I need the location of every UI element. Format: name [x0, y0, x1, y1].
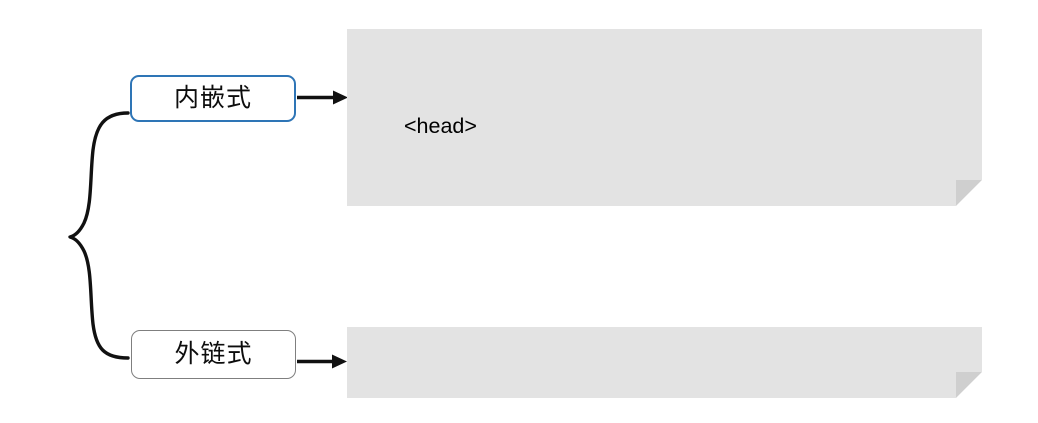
- page-fold-icon: [956, 180, 982, 206]
- branch-label-external-text: 外链式: [174, 340, 253, 368]
- branch-label-external[interactable]: 外链式: [131, 330, 296, 379]
- arrow-external-to-code: [297, 354, 347, 369]
- grouping-brace: [68, 111, 130, 360]
- page-fold-icon: [956, 372, 982, 398]
- code-block-external: <script type="text/javascript" src="文件路径…: [347, 327, 982, 398]
- branch-label-inline[interactable]: 内嵌式: [130, 75, 296, 122]
- code-block-inline: <head> <script type="text/javascript"> /…: [347, 29, 982, 206]
- code-line: <head>: [404, 114, 477, 138]
- branch-label-inline-text: 内嵌式: [173, 84, 252, 112]
- arrow-inline-to-code: [297, 90, 348, 105]
